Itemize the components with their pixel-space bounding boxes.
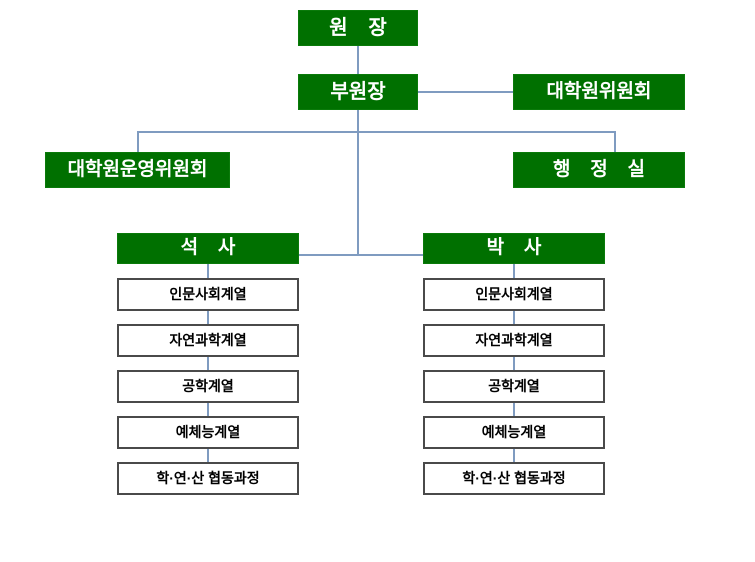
connector-doctorate-1 [513, 263, 515, 279]
node-doctorate[interactable]: 박 사 [423, 233, 605, 264]
connector-masters-4 [207, 403, 209, 416]
connector-masters-2 [207, 311, 209, 324]
connector-masters-1 [207, 263, 209, 279]
node-graduate-steering-committee[interactable]: 대학원운영위원회 [45, 152, 230, 188]
connector-bar-to-admin-office [614, 131, 616, 153]
masters-program-item[interactable]: 공학계열 [117, 370, 299, 403]
node-graduate-committee[interactable]: 대학원위원회 [513, 74, 685, 110]
doctorate-program-item[interactable]: 인문사회계열 [423, 278, 605, 311]
doctorate-program-item[interactable]: 공학계열 [423, 370, 605, 403]
connector-doctorate-3 [513, 357, 515, 370]
node-director[interactable]: 원 장 [298, 10, 418, 46]
doctorate-program-item[interactable]: 학·연·산 협동과정 [423, 462, 605, 495]
doctorate-program-item[interactable]: 예체능계열 [423, 416, 605, 449]
connector-doctorate-5 [513, 449, 515, 462]
connector-vice-trunk [357, 110, 359, 256]
node-vice-director[interactable]: 부원장 [298, 74, 418, 110]
connector-degree-bar [299, 254, 425, 256]
connector-masters-5 [207, 449, 209, 462]
masters-program-item[interactable]: 인문사회계열 [117, 278, 299, 311]
connector-bar-to-steering-committee [137, 131, 139, 153]
connector-director-to-vice [357, 45, 359, 76]
node-masters[interactable]: 석 사 [117, 233, 299, 264]
doctorate-program-item[interactable]: 자연과학계열 [423, 324, 605, 357]
masters-program-item[interactable]: 학·연·산 협동과정 [117, 462, 299, 495]
node-administration-office[interactable]: 행 정 실 [513, 152, 685, 188]
connector-doctorate-4 [513, 403, 515, 416]
connector-masters-3 [207, 357, 209, 370]
connector-committee-bar [137, 131, 616, 133]
masters-program-item[interactable]: 자연과학계열 [117, 324, 299, 357]
connector-doctorate-2 [513, 311, 515, 324]
connector-vice-to-graduate-committee [418, 91, 514, 93]
masters-program-item[interactable]: 예체능계열 [117, 416, 299, 449]
